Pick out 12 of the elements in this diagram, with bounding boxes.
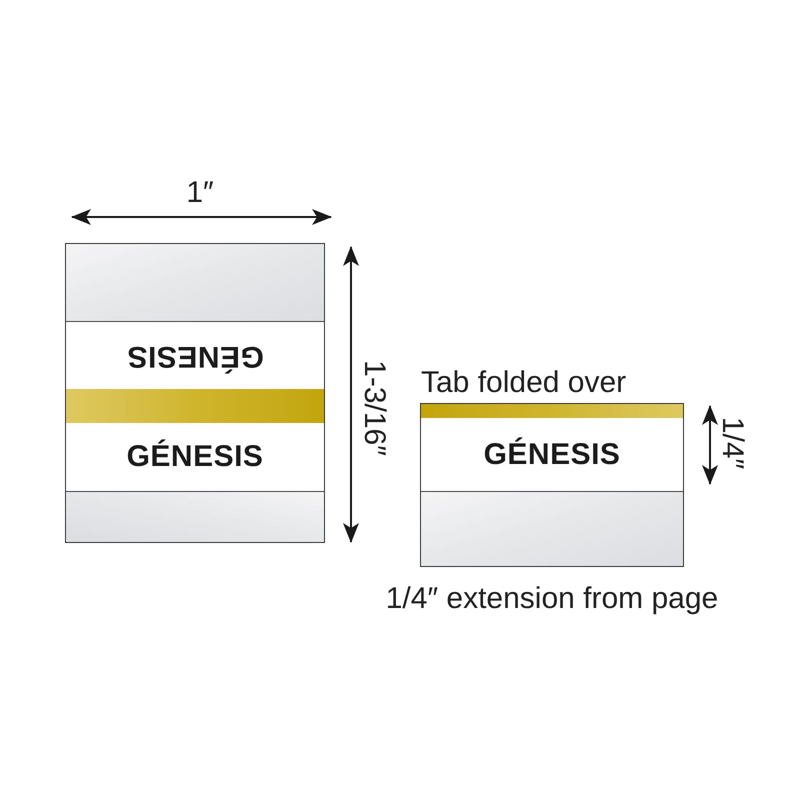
- caption-text: 1/4″ extension from page: [386, 584, 718, 614]
- dimension-label: 1/4″: [717, 416, 747, 470]
- tab-outline: [65, 243, 325, 543]
- tab-text: GÉNESIS: [484, 440, 620, 470]
- dimension-label: 1″: [186, 178, 214, 208]
- clear-section: [66, 491, 324, 542]
- accent-stripe: [421, 404, 683, 418]
- heading-text: Tab folded over: [421, 368, 626, 398]
- clear-section: [421, 491, 683, 566]
- dimension-label: 1-3/16″: [359, 360, 389, 456]
- clear-section: [66, 244, 324, 322]
- accent-stripe: [66, 389, 324, 423]
